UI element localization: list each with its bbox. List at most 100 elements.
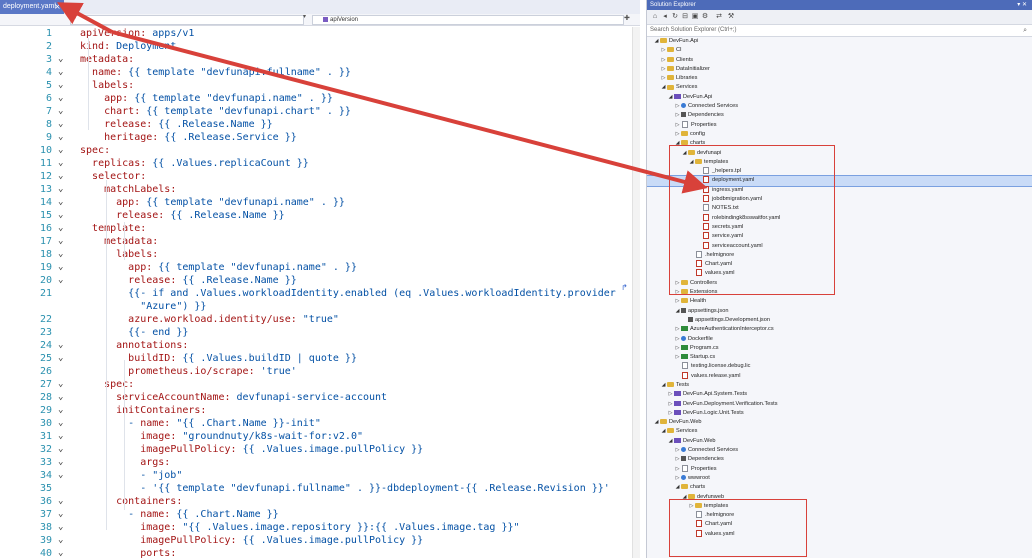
expand-arrow-icon[interactable]: ▷ (675, 354, 680, 361)
tree-item[interactable]: values.yaml (647, 269, 1032, 278)
tree-item[interactable]: ▷AzureAuthenticationInterceptor.cs (647, 325, 1032, 334)
expand-arrow-icon[interactable]: ▷ (675, 289, 680, 296)
tree-item[interactable]: ▷Controllers (647, 279, 1032, 288)
expand-arrow-icon[interactable]: ▷ (675, 456, 680, 463)
fold-chevron-icon[interactable]: ⌄ (58, 236, 64, 246)
fold-chevron-icon[interactable]: ⌄ (58, 340, 64, 350)
expand-arrow-icon[interactable]: ▷ (675, 465, 680, 472)
tree-item[interactable]: Chart.yaml (647, 520, 1032, 529)
expand-arrow-icon[interactable]: ▷ (668, 409, 673, 416)
tree-item[interactable]: testing.license.debug.lic (647, 362, 1032, 371)
fold-chevron-icon[interactable]: ⌄ (58, 145, 64, 155)
collapse-icon[interactable]: ⊟ (682, 13, 688, 20)
solution-search-input[interactable]: Search Solution Explorer (Ctrl+;) ⌕ (647, 25, 1032, 37)
fold-chevron-icon[interactable]: ⌄ (58, 496, 64, 506)
tree-item[interactable]: ◢DevFun.Web (647, 437, 1032, 446)
tree-item[interactable]: .helmignore (647, 511, 1032, 520)
expand-arrow-icon[interactable]: ◢ (661, 428, 666, 435)
code-line[interactable]: 19⌄ app: {{ template "devfunapi.name" . … (0, 261, 640, 274)
code-line[interactable]: 8⌄ release: {{ .Release.Name }} (0, 118, 640, 131)
fold-chevron-icon[interactable]: ⌄ (58, 431, 64, 441)
code-line[interactable]: 9⌄ heritage: {{ .Release.Service }} (0, 131, 640, 144)
expand-arrow-icon[interactable]: ◢ (675, 307, 680, 314)
tree-item[interactable]: ▷Libraries (647, 74, 1032, 83)
expand-arrow-icon[interactable]: ◢ (661, 381, 666, 388)
fold-chevron-icon[interactable]: ⌄ (58, 132, 64, 142)
code-line[interactable]: 22 azure.workload.identity/use: "true" (0, 313, 640, 326)
fold-chevron-icon[interactable]: ⌄ (58, 119, 64, 129)
quick-action-icon[interactable]: ↱ (621, 283, 628, 292)
fold-chevron-icon[interactable]: ⌄ (58, 275, 64, 285)
fold-chevron-icon[interactable]: ⌄ (58, 418, 64, 428)
fold-chevron-icon[interactable]: ⌄ (58, 184, 64, 194)
expand-arrow-icon[interactable]: ▷ (668, 400, 673, 407)
expand-arrow-icon[interactable]: ▷ (675, 344, 680, 351)
code-line[interactable]: 39⌄ imagePullPolicy: {{ .Values.image.pu… (0, 534, 640, 547)
expand-arrow-icon[interactable]: ◢ (661, 84, 666, 91)
tree-item[interactable]: rolebindingk8sswaitfor.yaml (647, 213, 1032, 223)
code-line[interactable]: 4⌄ name: {{ template "devfunapi.fullname… (0, 66, 640, 79)
tree-item[interactable]: ▷Startup.cs (647, 353, 1032, 362)
tree-item[interactable]: ▷templates (647, 502, 1032, 511)
code-line[interactable]: 11⌄ replicas: {{ .Values.replicaCount }} (0, 157, 640, 170)
code-line[interactable]: 30⌄ - name: "{{ .Chart.Name }}-init" (0, 417, 640, 430)
code-line[interactable]: 27⌄ spec: (0, 378, 640, 391)
code-line[interactable]: 17⌄ metadata: (0, 235, 640, 248)
settings-icon[interactable]: ⚙ (701, 13, 709, 20)
fold-chevron-icon[interactable]: ⌄ (58, 158, 64, 168)
expand-arrow-icon[interactable]: ▷ (675, 130, 680, 137)
search-icon[interactable]: ⌕ (1023, 27, 1027, 34)
expand-arrow-icon[interactable]: ▷ (661, 56, 666, 63)
tree-item[interactable]: NOTES.txt (647, 204, 1032, 213)
tree-item[interactable]: ◢charts (647, 483, 1032, 492)
tree-item[interactable]: .helmignore (647, 250, 1032, 260)
code-line[interactable]: 7⌄ chart: {{ template "devfunapi.chart" … (0, 105, 640, 118)
expand-arrow-icon[interactable]: ▷ (675, 335, 680, 342)
code-line[interactable]: 37⌄ - name: {{ .Chart.Name }} (0, 508, 640, 521)
fold-chevron-icon[interactable]: ⌄ (58, 210, 64, 220)
code-line[interactable]: 29⌄ initContainers: (0, 404, 640, 417)
fold-chevron-icon[interactable]: ⌄ (58, 67, 64, 77)
fold-chevron-icon[interactable]: ⌄ (58, 457, 64, 467)
refresh-icon[interactable]: ↻ (672, 13, 678, 20)
expand-arrow-icon[interactable]: ▷ (675, 121, 680, 128)
files-icon[interactable]: ▣ (691, 13, 699, 20)
tree-item[interactable]: values.yaml (647, 529, 1032, 539)
expand-arrow-icon[interactable]: ▷ (689, 502, 694, 509)
expand-arrow-icon[interactable]: ▷ (675, 326, 680, 333)
fold-chevron-icon[interactable]: ⌄ (58, 392, 64, 402)
tree-item[interactable]: ▷DataInitializer (647, 65, 1032, 74)
tree-item[interactable]: ▷Program.cs (647, 344, 1032, 353)
code-line[interactable]: 38⌄ image: "{{ .Values.image.repository … (0, 521, 640, 534)
chevron-down-icon[interactable]: ▾ (303, 13, 307, 20)
vertical-scrollbar[interactable] (632, 27, 640, 558)
tree-item[interactable]: serviceaccount.yaml (647, 241, 1032, 251)
code-line[interactable]: 15⌄ release: {{ .Release.Name }} (0, 209, 640, 222)
tree-item[interactable]: secrets.yaml (647, 222, 1032, 232)
home-icon[interactable]: ⌂ (652, 13, 658, 20)
tree-item[interactable]: Chart.yaml (647, 260, 1032, 269)
expand-arrow-icon[interactable]: ▷ (675, 447, 680, 454)
code-line[interactable]: 20⌄ release: {{ .Release.Name }} (0, 274, 640, 287)
code-line[interactable]: 21 {{- if and .Values.workloadIdentity.e… (0, 287, 640, 300)
code-line[interactable]: 40⌄ ports: (0, 547, 640, 558)
tree-item[interactable]: ◢DevFun.Web (647, 418, 1032, 427)
expand-arrow-icon[interactable]: ▷ (661, 75, 666, 82)
fold-chevron-icon[interactable]: ⌄ (58, 470, 64, 480)
tree-item[interactable]: ▷Properties (647, 464, 1032, 474)
code-line[interactable]: 34⌄ - "job" (0, 469, 640, 482)
fold-chevron-icon[interactable]: ⌄ (58, 262, 64, 272)
code-line[interactable]: 10⌄spec: (0, 144, 640, 157)
fold-chevron-icon[interactable]: ⌄ (58, 353, 64, 363)
expand-arrow-icon[interactable]: ▷ (668, 391, 673, 398)
tree-item[interactable]: ▷DevFun.Logic.Unit.Tests (647, 409, 1032, 418)
expand-arrow-icon[interactable]: ▷ (675, 103, 680, 110)
back-icon[interactable]: ◂ (663, 13, 667, 20)
fold-chevron-icon[interactable]: ⌄ (58, 197, 64, 207)
tree-item[interactable]: ▷Extensions (647, 288, 1032, 297)
fold-chevron-icon[interactable]: ⌄ (58, 249, 64, 259)
code-line[interactable]: 18⌄ labels: (0, 248, 640, 261)
code-line[interactable]: 28⌄ serviceAccountName: devfunapi-servic… (0, 391, 640, 404)
